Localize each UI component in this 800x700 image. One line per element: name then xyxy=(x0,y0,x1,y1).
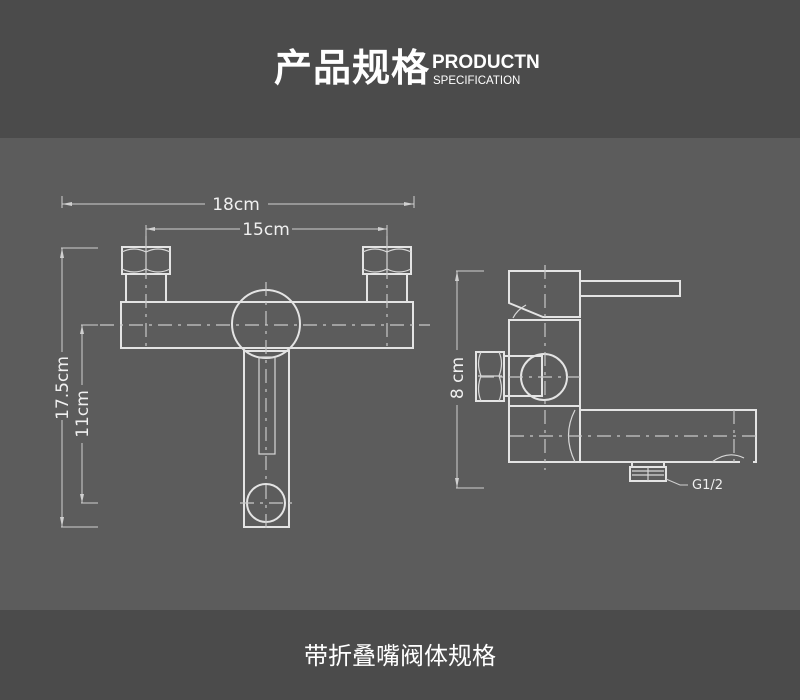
diagram-area xyxy=(0,138,800,610)
front-view: 18cm 15cm 17.5cm xyxy=(53,195,430,530)
dimension-label-8cm: 8 cm xyxy=(448,357,468,399)
header-band xyxy=(0,0,800,138)
dimension-width-total: 18cm xyxy=(61,195,415,215)
thread-label: G1/2 xyxy=(692,478,723,493)
lever-handle-arm xyxy=(580,280,681,297)
dimension-label-15cm: 15cm xyxy=(242,220,290,240)
side-view: 8 cm G1/2 xyxy=(448,265,757,493)
page-title-cn: 产品规格 xyxy=(274,46,431,90)
dimension-label-11cm: 11cm xyxy=(73,390,93,438)
dimension-label-17-5cm: 17.5cm xyxy=(53,356,73,420)
dimension-side-height: 8 cm xyxy=(448,270,484,489)
page-title-en: PRODUCTN xyxy=(432,52,540,73)
page-subtitle-en: SPECIFICATION xyxy=(433,75,521,87)
dimension-height-total: 17.5cm xyxy=(53,247,98,528)
dimension-label-18cm: 18cm xyxy=(212,195,260,215)
dimension-height-inner: 11cm xyxy=(73,324,98,504)
footer-band xyxy=(0,610,800,700)
lever-handle-base xyxy=(508,270,581,318)
footer-caption: 带折叠嘴阀体规格 xyxy=(304,642,496,670)
dimension-width-inner: 15cm xyxy=(145,220,388,240)
spout-slot xyxy=(258,356,276,455)
